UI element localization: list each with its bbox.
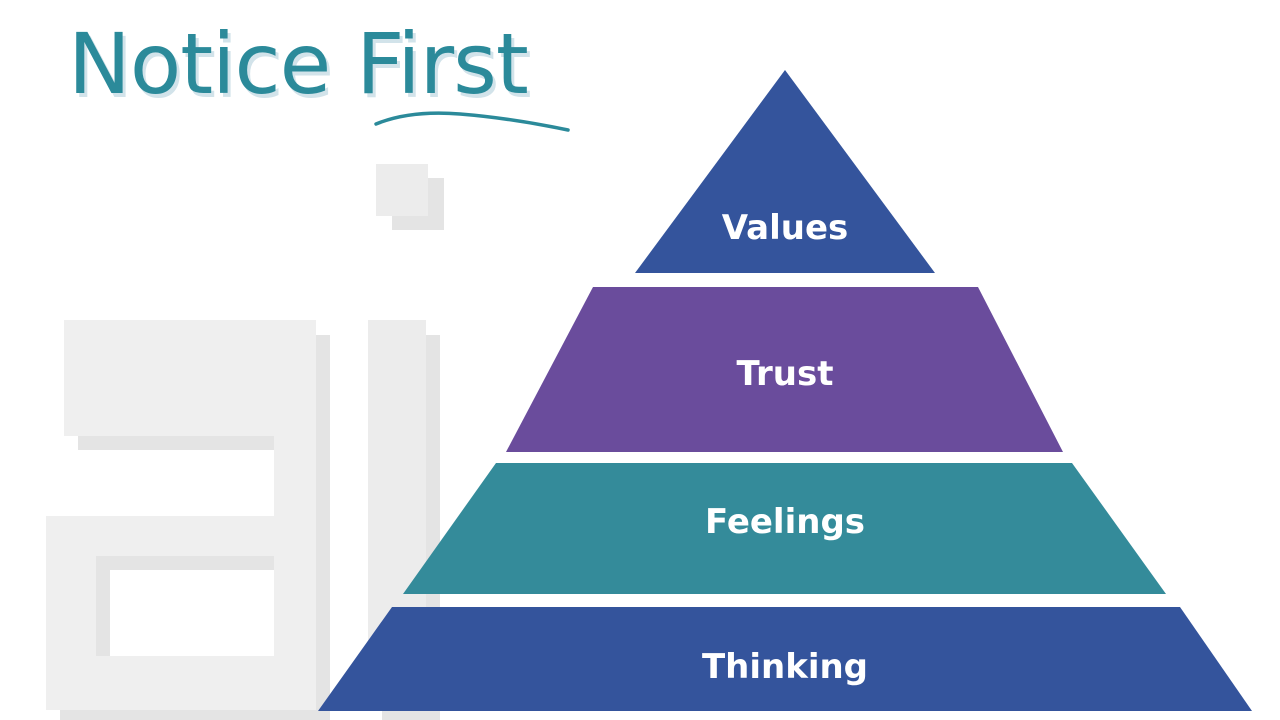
page-title: Notice First bbox=[68, 22, 529, 106]
title-word-notice: Notice bbox=[68, 15, 331, 113]
tier-trust: Trust bbox=[506, 287, 1063, 452]
tier-feelings: Feelings bbox=[403, 463, 1166, 594]
tier-values-label: Values bbox=[722, 208, 849, 248]
tier-feelings-shape bbox=[403, 463, 1166, 594]
tier-trust-shape bbox=[506, 287, 1063, 452]
title-word-first: First bbox=[356, 15, 529, 113]
tier-trust-label: Trust bbox=[737, 354, 834, 394]
tier-values: Values bbox=[635, 70, 935, 273]
tier-feelings-label: Feelings bbox=[705, 502, 865, 542]
tier-values-shape bbox=[635, 70, 935, 273]
tier-thinking: Thinking bbox=[318, 607, 1252, 711]
title-underline-swoosh bbox=[374, 111, 570, 132]
tier-thinking-label: Thinking bbox=[702, 647, 868, 687]
tier-thinking-shape bbox=[318, 607, 1252, 711]
